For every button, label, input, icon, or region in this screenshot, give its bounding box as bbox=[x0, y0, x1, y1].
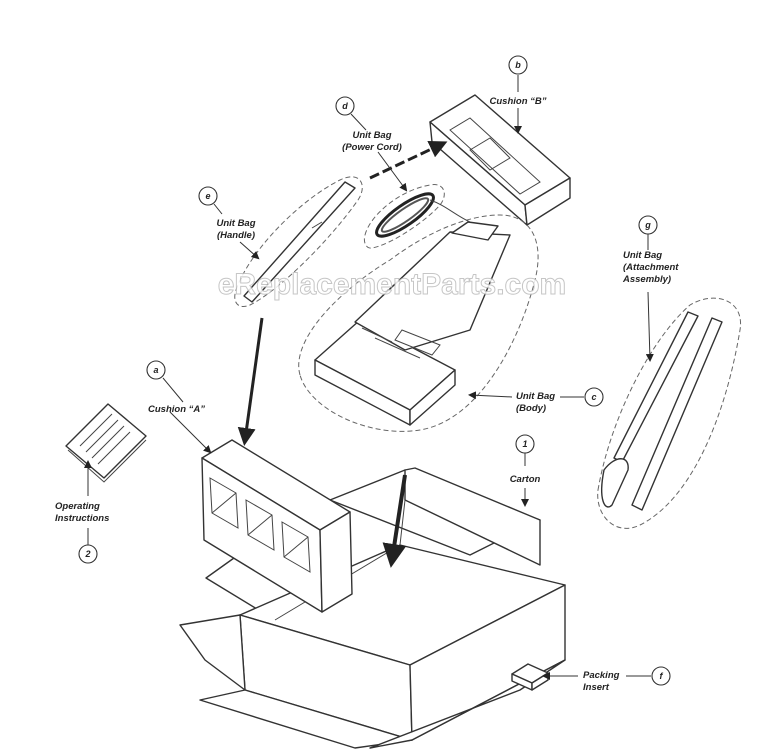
callout-d-id: d bbox=[342, 101, 348, 111]
callout-f-id: f bbox=[660, 671, 664, 681]
callout-a-id: a bbox=[153, 365, 158, 375]
callout-f-label-line2: Insert bbox=[583, 682, 610, 693]
callout-a: a Cushion “A” bbox=[146, 360, 210, 452]
cushion-a-drawing bbox=[201, 439, 353, 613]
callout-f: f Packing Insert bbox=[544, 666, 671, 693]
callout-c-label-line2: (Body) bbox=[516, 403, 546, 414]
callout-1: 1 Carton bbox=[510, 434, 541, 505]
callout-1-id: 1 bbox=[522, 439, 527, 449]
vacuum-body-drawing bbox=[298, 214, 539, 432]
callout-b-id: b bbox=[515, 60, 521, 70]
callout-b: b Cushion “B” bbox=[490, 55, 547, 132]
attachment-assembly-drawing bbox=[597, 297, 741, 529]
callout-g: g Unit Bag (Attachment Assembly) bbox=[622, 215, 679, 360]
callout-e-id: e bbox=[205, 191, 210, 201]
watermark: eReplacementParts.com bbox=[218, 268, 567, 301]
callout-e-label-line2: (Handle) bbox=[217, 230, 255, 241]
operating-instructions-drawing bbox=[65, 403, 147, 483]
callout-d-label-line2: (Power Cord) bbox=[342, 142, 402, 153]
callout-g-label-line1: Unit Bag bbox=[623, 250, 662, 261]
callout-g-label-line3: Assembly) bbox=[622, 274, 671, 285]
callout-c-id: c bbox=[591, 392, 596, 402]
callout-c: c Unit Bag (Body) bbox=[470, 387, 604, 414]
callout-b-label: Cushion “B” bbox=[490, 96, 547, 107]
callout-g-label-line2: (Attachment bbox=[623, 262, 679, 273]
callout-g-id: g bbox=[644, 220, 651, 230]
callout-2-id: 2 bbox=[84, 549, 90, 559]
callout-e-label-line1: Unit Bag bbox=[216, 218, 255, 229]
cushion-b-drawing bbox=[429, 94, 571, 226]
callout-c-label-line1: Unit Bag bbox=[516, 391, 555, 402]
packing-arrows bbox=[237, 140, 448, 568]
callout-2-label-line2: Instructions bbox=[55, 513, 109, 524]
callout-2-label-line1: Operating bbox=[55, 501, 100, 512]
power-cord-drawing bbox=[363, 184, 471, 249]
callout-d: d Unit Bag (Power Cord) bbox=[335, 96, 406, 190]
handle-drawing bbox=[234, 176, 363, 307]
callout-e: e Unit Bag (Handle) bbox=[198, 186, 258, 258]
callout-a-label: Cushion “A” bbox=[148, 404, 205, 415]
callout-1-label: Carton bbox=[510, 474, 541, 485]
callout-2: 2 Operating Instructions bbox=[55, 462, 109, 564]
callout-f-label-line1: Packing bbox=[583, 670, 620, 681]
callout-d-label-line1: Unit Bag bbox=[352, 130, 391, 141]
carton-drawing bbox=[179, 467, 566, 749]
